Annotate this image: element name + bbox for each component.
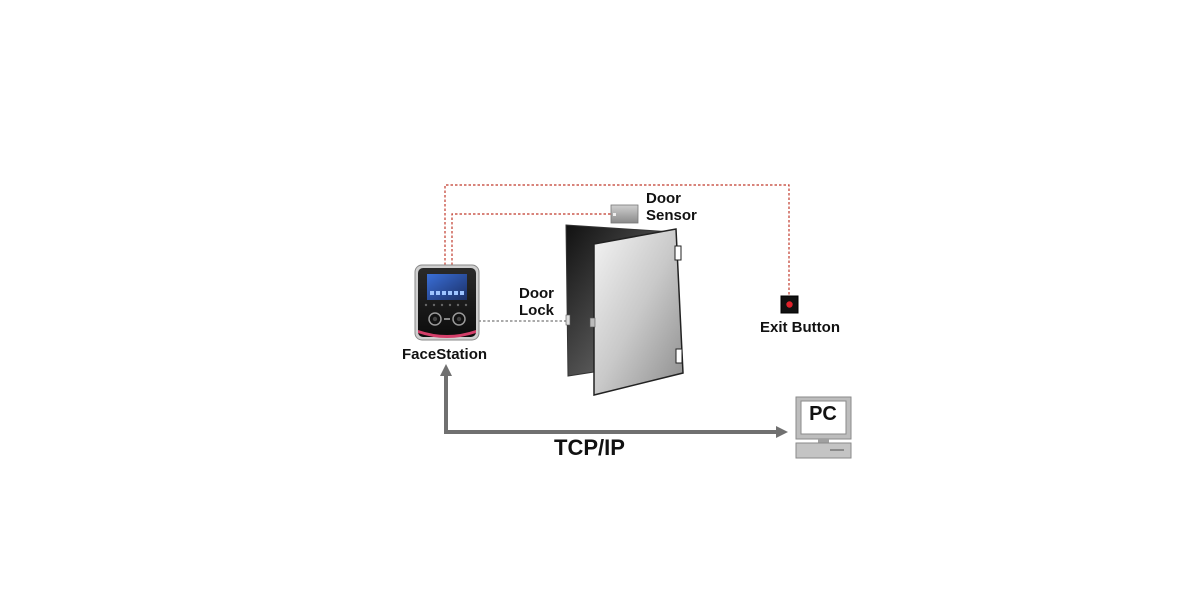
door-lock-label-line2: Lock (519, 302, 555, 319)
door-sensor-label: Door Sensor (646, 190, 697, 224)
pc-label: PC (809, 403, 837, 425)
exit-button-wire (444, 184, 790, 296)
door-lock-label: Door Lock (519, 285, 554, 319)
door-sensor (610, 204, 639, 224)
door-lock-label-line1: Door (519, 285, 554, 302)
exit-button-label: Exit Button (760, 319, 840, 336)
tcpip-label: TCP/IP (554, 435, 625, 460)
pc-screen (800, 400, 847, 435)
facestation-label: FaceStation (402, 346, 488, 363)
door-hinge-bottom (675, 348, 683, 364)
pc-device (795, 396, 852, 459)
door-lock-plate (565, 314, 571, 326)
door-sensor-label-line2: Sensor (646, 207, 697, 224)
tcpip-connection (440, 364, 788, 438)
wiring (444, 184, 790, 322)
pc-base (795, 442, 852, 459)
exit-button-device (780, 295, 799, 314)
arrow-head-right (776, 426, 788, 438)
arrow-head-up (440, 364, 452, 376)
facestation-screen (427, 274, 467, 300)
door-latch (589, 317, 596, 328)
facestation-device (414, 264, 480, 341)
door (565, 224, 684, 396)
door-sensor-label-line1: Door (646, 190, 681, 207)
door-sensor-wire (451, 213, 611, 265)
door-leaf (593, 228, 684, 396)
door-hinge-top (674, 245, 682, 261)
